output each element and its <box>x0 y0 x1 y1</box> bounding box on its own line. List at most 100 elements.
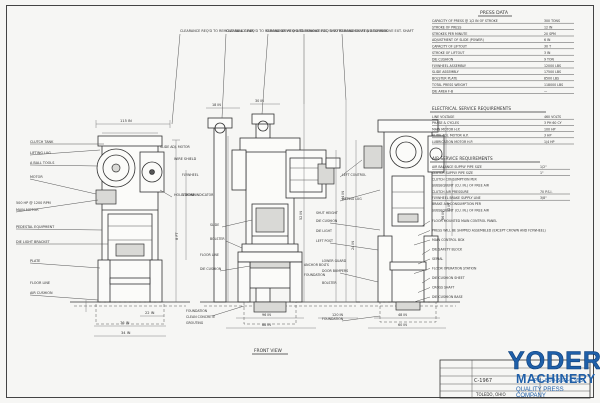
table-row-label: STROKE OF PRESS <box>432 25 461 29</box>
floor-callout: FLOOR MOUNTED MAIN CONTROL PANEL <box>432 219 497 223</box>
callout-label: CLUTCH TANK <box>30 140 54 144</box>
table-row-value: 12 IN <box>544 25 553 29</box>
callout-label: SHUT HEIGHT <box>316 211 338 215</box>
callout-label: MAIN MOTOR <box>16 208 39 212</box>
callout-label: HOLD DOWN <box>174 193 196 197</box>
table-row-label: ADJUSTMENT OF SLIDE (POWER) <box>432 38 484 42</box>
table-row-value: — <box>544 89 548 93</box>
callout-label: DOOR BUMPERS <box>322 269 348 273</box>
callout-label: 500 HP @ 1200 RPM <box>16 201 51 205</box>
table-row-label: CAPACITY OF PRESS @ 1/2 IN OF STROKE <box>432 19 498 23</box>
table-row-label: SLIDE ADJ. MOTOR H.P. <box>432 134 469 138</box>
table-row-label: CAPACITY OF LIFTOUT <box>432 45 467 49</box>
table-row-value: 100 HP <box>544 127 555 131</box>
table-row-label: BOLSTER PLATE <box>432 77 457 81</box>
floor-callouts: FLOOR MOUNTED MAIN CONTROL PANEL PRESS WI… <box>413 219 546 303</box>
callout-label: LIFTING LUG <box>342 197 362 201</box>
table-row-value: 20 SPM <box>544 32 556 36</box>
floor-callout: MAIN CONTROL BOX <box>432 238 465 242</box>
press-data-title: PRESS DATA <box>480 10 509 16</box>
drawing-code: C-1967 <box>474 378 492 384</box>
floor-callout-leader <box>413 239 431 246</box>
view-label: FRONT VIEW <box>254 348 282 354</box>
floor-callout-leader <box>417 230 431 236</box>
title-block: C-1967 PH: 800-552-6363 TOLEDO, OHIO <box>439 359 591 399</box>
callout-label: BOLSTER <box>322 281 337 285</box>
clearance-note: CLEARANCE REQ'D TO REMOVE SHAFT & BEARIN… <box>300 29 388 33</box>
table-row-value: 1" <box>540 171 544 175</box>
mid-bottom-label: FOUNDATION <box>186 309 208 313</box>
floor-callout: PRESS WILL BE SHIPPED ASSEMBLED (EXCEPT … <box>432 229 546 233</box>
floor-callout-leader <box>421 220 431 227</box>
clearance-notes: CLEARANCE REQ'D TO REMOVE BULL GEAR CLEA… <box>171 29 415 125</box>
callout-label: DIE LIGHT <box>316 229 332 233</box>
logo-sub: MACHINERY <box>516 372 596 386</box>
floor-callout-leader <box>413 268 431 274</box>
front-view: 18 IN 30 IN <box>200 99 360 355</box>
floor-callout-leader <box>421 277 431 284</box>
yoder-logo: YODER MACHINERY QUALITY PRESS COMPANY <box>480 345 600 399</box>
electrical-title: ELECTRICAL SERVICE REQUIREMENTS <box>432 106 511 111</box>
clearance-note: CLEARANCE REQ'D TO REMOVE DRIVE SHAFT <box>226 29 304 33</box>
callout-label: FLOOR LINE <box>200 253 219 257</box>
callout-label: SLIDE <box>210 223 219 227</box>
table-row-value: 70 P.S.I. <box>540 190 553 194</box>
side-view-right: 48 IN 60 IN 66 IN 12 IN <box>356 119 460 329</box>
table-row-value: 3 PH 60 CY <box>544 121 562 125</box>
table-row-value: 9 TON <box>544 57 554 61</box>
callout-label: A BALL TOOLS <box>30 161 54 165</box>
table-row-label: MAIN MOTOR H.P. <box>432 127 460 131</box>
dim-label: 96 IN <box>262 313 271 317</box>
table-row-label: CLUTCH CONSUMPTION PER <box>432 177 477 181</box>
table-row-label: AIR BALANCE SUPPLY PIPE SIZE <box>432 165 482 169</box>
table-row-label: TOTAL PRESS WEIGHT <box>431 83 467 87</box>
table-row-value: 3/8" <box>540 196 547 200</box>
dim-label: 8 FT <box>175 232 179 240</box>
side-view-left: 115 IN <box>70 119 190 337</box>
callout-label: FOUNDATION <box>322 317 344 321</box>
clearance-note: CLEARANCE REQ'D TO REMOVE BULL GEAR <box>180 29 254 33</box>
table-row-value: 300 TONS <box>544 19 560 23</box>
table-row-value: 3 IN <box>544 51 551 55</box>
table-row-label: CLUTCH SUPPLY PIPE SIZE <box>432 171 473 175</box>
clearance-note: CLEARANCE REQ'D TO REMOVE ECC. SHAFT <box>266 29 342 33</box>
table-row-value: 1/2" <box>540 165 547 169</box>
sheet-border <box>6 5 594 398</box>
table-row-value: 1/4 HP <box>544 140 555 144</box>
callout-label: DIE LIGHT BRACKET <box>16 240 51 244</box>
table-row-value: 6 IN <box>544 38 551 42</box>
table-row-label: FLYWHEEL ASSEMBLY <box>432 64 466 68</box>
dim-label: 60 IN <box>398 323 407 327</box>
callout-label: PLATE <box>30 259 40 263</box>
dim-label: 22 IN <box>145 311 155 315</box>
dim-label: 48 IN <box>398 313 407 317</box>
dim-label: 34 IN <box>121 331 131 335</box>
table-row-label: STROKE OF LIFTOUT <box>432 51 464 55</box>
table-row-label: FLYWHEEL BRAKE SUPPLY LINE <box>432 196 481 200</box>
table-row-label: CLUTCH AIR PRESSURE <box>432 190 469 194</box>
logo-tagline: QUALITY PRESS COMPANY <box>516 387 564 399</box>
callout-label: LEFT POST <box>316 239 333 243</box>
callout-label: LOWER GUARD <box>322 259 347 263</box>
callout-label: AIR CUSHION <box>30 291 53 295</box>
floor-callout: FLOOR OPERATION STATION <box>432 267 477 271</box>
air-table: AIR SERVICE REQUIREMENTS AIR BALANCE SUP… <box>430 156 570 212</box>
table-row-value: 118000 LBS <box>544 83 563 87</box>
callout-label: SLIDE ADJ. MOTOR <box>160 145 191 149</box>
floor-callout-leader <box>417 258 431 265</box>
dim-label: 115 IN <box>120 119 132 123</box>
table-row-label: DIE AREA F-B <box>432 89 453 93</box>
table-row-label: LUBRICATION MOTOR H.P. <box>432 140 473 144</box>
clearance-note: CLEARANCE REQ'D TO REMOVE EXT. SHAFT <box>340 29 415 33</box>
floor-callout-leader <box>417 287 431 293</box>
city-label: TOLEDO, OHIO <box>475 392 506 397</box>
floor-callout: DIE SAFETY BLOCK <box>432 248 463 252</box>
mid-bottom-label: CLEAN CONCRETE <box>186 315 215 319</box>
dim-label: 52 IN <box>299 211 303 220</box>
dim-label: 44 IN <box>341 191 345 200</box>
floor-callout-leader <box>421 249 431 255</box>
callout-label: WIRE SHIELD <box>174 157 197 161</box>
callout-label: FLOOR LINE <box>30 281 50 285</box>
table-row-label: LINE VOLTAGE <box>432 115 454 119</box>
